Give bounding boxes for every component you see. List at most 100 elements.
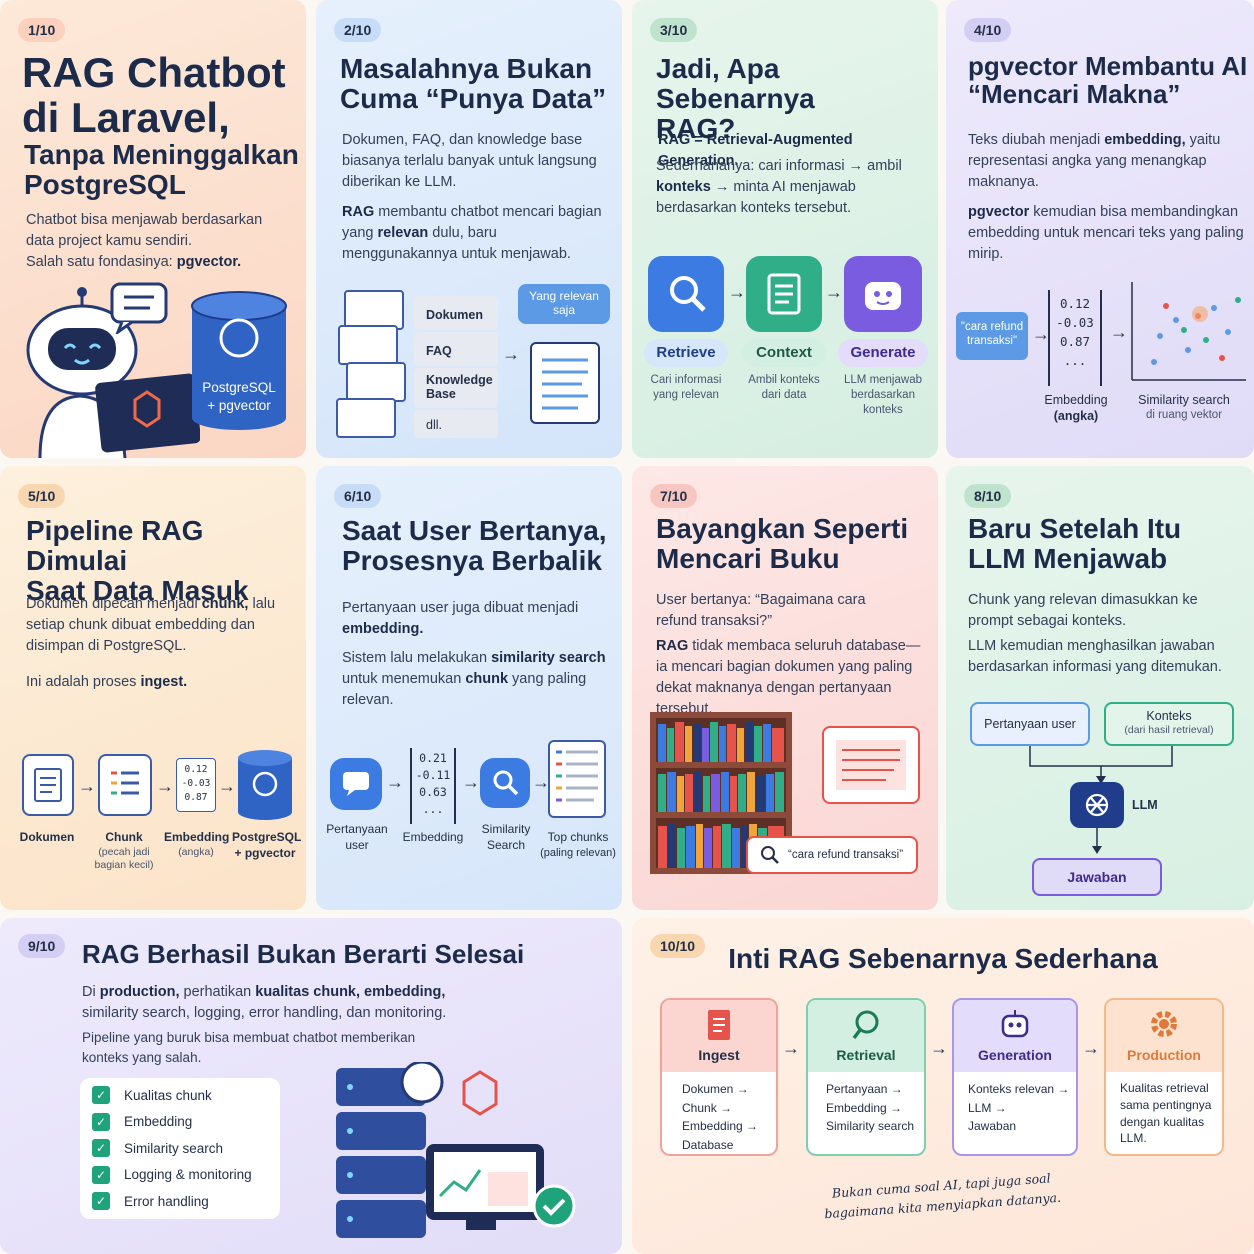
checklist-item: ✓Embedding <box>92 1109 268 1136</box>
llm-label: LLM <box>1132 798 1158 812</box>
slide-4: 4/10 pgvector Membantu AI “Mencari Makna… <box>946 0 1254 458</box>
slide-text: Pertanyaan user juga dibuat menjadi embe… <box>342 600 579 638</box>
slide-text: Di production, perhatikan kualitas chunk… <box>82 984 447 1022</box>
slide-title: RAG Chatbot di Laravel, <box>22 49 286 142</box>
step-label: PostgreSQL + pgvector <box>232 830 302 860</box>
database-icon: PostgreSQL + pgvector <box>190 290 288 430</box>
arrow-icon: → <box>462 772 480 792</box>
card-title: Production <box>1127 1047 1201 1063</box>
slide-2: 2/10 Masalahnya Bukan Cuma “Punya Data” … <box>316 0 622 458</box>
arrow-icon: → <box>156 776 174 796</box>
robot-icon <box>1001 1010 1029 1038</box>
slide-number: 1/10 <box>18 18 66 42</box>
slide-title: RAG Berhasil Bukan Berarti Selesai <box>82 939 525 969</box>
card-generation: Generation Konteks relevan →LLM →Jawaban <box>952 998 1078 1156</box>
step-context: Context <box>742 339 826 367</box>
search-bar[interactable]: “cara refund transaksi” <box>746 836 918 874</box>
card-text: Konteks relevan →LLM →Jawaban <box>968 1082 1070 1134</box>
step-desc: Cari informasi yang relevan <box>650 374 722 401</box>
arrow-icon: → <box>825 282 843 302</box>
slide-title: Bayangkan Seperti Mencari Buku <box>656 513 909 575</box>
card-title: Retrieval <box>836 1047 896 1063</box>
check-icon: ✓ <box>92 1165 110 1184</box>
step-label: Embedding(angka) <box>164 830 230 858</box>
card-title: Generation <box>978 1047 1052 1063</box>
chat-bubble-icon <box>110 282 168 334</box>
zoomed-page <box>822 726 920 804</box>
top-chunks-icon <box>548 740 606 818</box>
embedding-label: Embedding(angka) <box>1044 393 1108 424</box>
slide-title: Jadi, Apa Sebenarnya RAG? <box>656 53 815 145</box>
step-label: Dokumen <box>19 830 75 844</box>
slide-10: 10/10 Inti RAG Sebenarnya Sederhana Inge… <box>632 918 1254 1254</box>
question-box: Pertanyaan user <box>970 702 1090 746</box>
slide-number: 2/10 <box>334 18 382 42</box>
check-icon: ✓ <box>92 1192 110 1211</box>
arrow-icon: → <box>1110 322 1128 342</box>
robot-icon <box>844 256 922 332</box>
flow-arrow <box>1092 828 1102 854</box>
check-icon: ✓ <box>92 1139 110 1158</box>
checklist-item: ✓Logging & monitoring <box>92 1162 268 1189</box>
slide-title: pgvector Membantu AI “Mencari Makna” <box>968 51 1248 110</box>
search-text: “cara refund transaksi” <box>788 849 904 861</box>
arrow-icon: → <box>1082 1038 1100 1058</box>
arrow-icon: → <box>218 776 236 796</box>
slide-title: Pipeline RAG Dimulai Saat Data Masuk <box>26 515 249 607</box>
document-list: Dokumen FAQ Knowledge Base dll. <box>414 296 498 438</box>
checklist-item: ✓Error handling <box>92 1188 268 1215</box>
slide-subtitle: Tanpa Meninggalkan PostgreSQL <box>24 139 299 201</box>
chunk-icon <box>98 754 152 816</box>
context-box: Konteks(dari hasil retrieval) <box>1104 702 1234 746</box>
slide-number: 3/10 <box>650 18 698 42</box>
search-icon <box>852 1010 879 1040</box>
slide-number: 10/10 <box>650 934 706 958</box>
slide-text: Dokumen dipecah menjadi chunk, lalu seti… <box>26 596 276 655</box>
slide-6: 6/10 Saat User Bertanya, Prosesnya Berba… <box>316 466 622 910</box>
document-icon <box>22 754 74 816</box>
chat-icon <box>330 758 382 810</box>
llm-icon <box>1070 782 1124 828</box>
query-box: "cara refund transaksi" <box>956 312 1028 360</box>
checklist-item: ✓Similarity search <box>92 1135 268 1162</box>
flow-connectors <box>1029 746 1173 784</box>
slide-text: Teks diubah menjadi embedding, yaitu rep… <box>968 132 1221 191</box>
arrow-icon: → <box>930 1038 948 1058</box>
arrow-icon: → <box>532 772 550 792</box>
slide-7: 7/10 Bayangkan Seperti Mencari Buku User… <box>632 466 938 910</box>
card-title: Ingest <box>698 1047 740 1063</box>
checklist: ✓Kualitas chunk ✓Embedding ✓Similarity s… <box>80 1078 280 1219</box>
slide-3: 3/10 Jadi, Apa Sebenarnya RAG? RAG = Ret… <box>632 0 938 458</box>
arrow-icon: → <box>1032 324 1050 344</box>
slide-text: Ini adalah proses ingest. <box>26 674 188 690</box>
document-stack <box>334 290 414 440</box>
card-retrieval: Retrieval Pertanyaan →Embedding →Similar… <box>806 998 926 1156</box>
document-icon <box>746 256 822 332</box>
slide-title: Baru Setelah Itu LLM Menjawab <box>968 513 1182 575</box>
slide-text: Pipeline yang buruk bisa membuat chatbot… <box>82 1030 416 1065</box>
slide-text: RAG = Retrieval-Augmented Generation. <box>658 132 853 170</box>
arrow-icon: → <box>728 282 746 302</box>
step-label: Embedding <box>402 830 464 844</box>
slide-text: RAG tidak membaca seluruh database—ia me… <box>656 638 921 718</box>
slide-text: RAG membantu chatbot mencari bagian yang… <box>342 204 602 263</box>
step-retrieve: Retrieve <box>644 339 728 367</box>
robot-illustration <box>26 287 200 458</box>
slide-title: Inti RAG Sebenarnya Sederhana <box>728 943 1158 974</box>
slide-number: 7/10 <box>650 484 698 508</box>
step-desc: Ambil konteks dari data <box>748 374 820 401</box>
answer-box: Jawaban <box>1032 858 1162 896</box>
slide-number: 6/10 <box>334 484 382 508</box>
slide-number: 9/10 <box>18 934 66 958</box>
slide-number: 4/10 <box>964 18 1012 42</box>
step-desc: LLM menjawab berdasarkan konteks <box>844 374 922 416</box>
slide-text: User bertanya: “Bagaimana cara refund tr… <box>656 592 866 630</box>
document-icon <box>708 1010 730 1040</box>
